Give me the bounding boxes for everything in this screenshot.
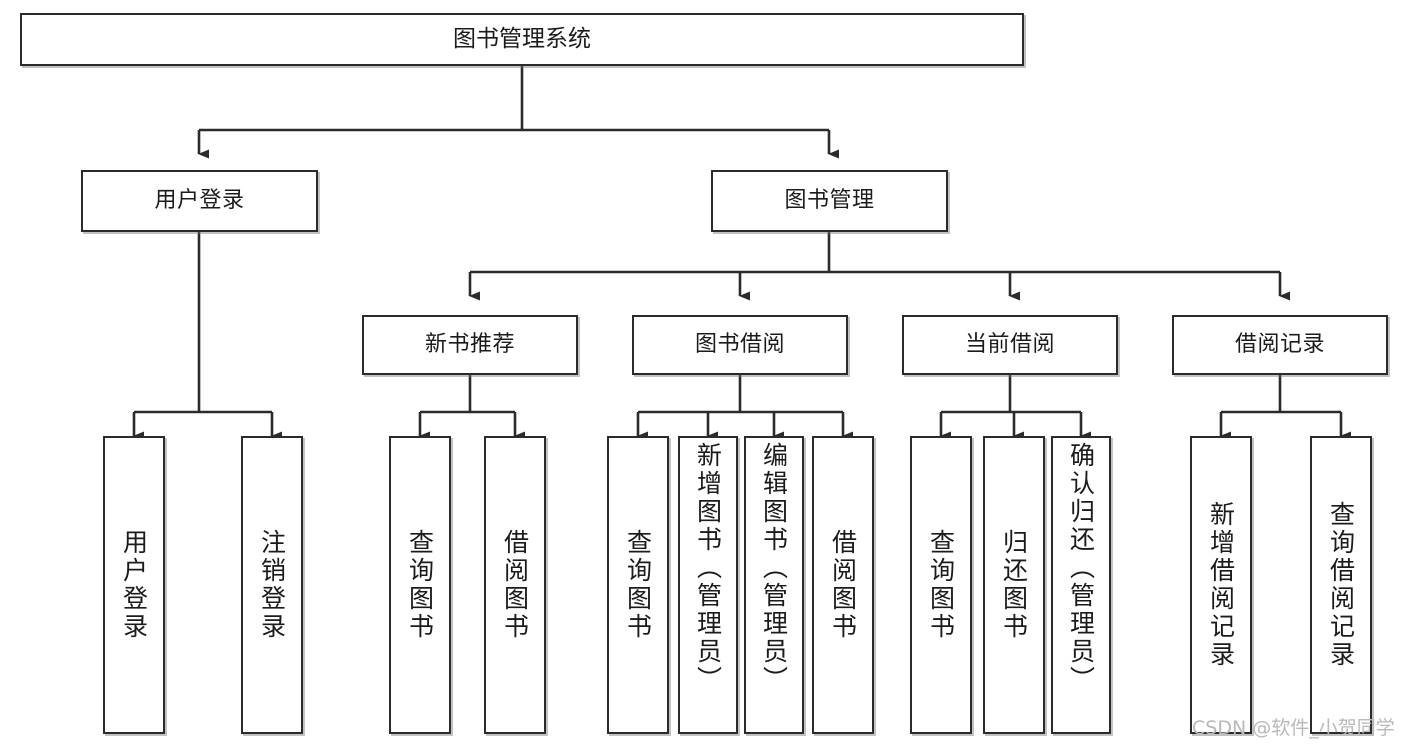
leaf-edit-book-admin[interactable]: 编辑图书（管理员） xyxy=(744,436,804,734)
leaf-borrow-book[interactable]: 借阅图书 xyxy=(812,436,874,734)
node-book-management[interactable]: 图书管理 xyxy=(711,170,948,232)
leaf-query-book-borrow[interactable]: 查询图书 xyxy=(607,436,669,734)
leaf-logout[interactable]: 注销登录 xyxy=(241,436,303,734)
leaf-query-borrow-record[interactable]: 查询借阅记录 xyxy=(1310,436,1372,734)
node-root-label: 图书管理系统 xyxy=(453,26,591,53)
node-user-login-label: 用户登录 xyxy=(154,188,245,214)
leaf-query-book-recommend-label: 查询图书 xyxy=(405,529,435,641)
leaf-confirm-return-admin[interactable]: 确认归还（管理员） xyxy=(1051,436,1111,734)
node-current-borrow[interactable]: 当前借阅 xyxy=(902,315,1118,375)
leaf-add-book-admin-label: 新增图书（管理员） xyxy=(693,442,723,694)
leaf-confirm-return-admin-label: 确认归还（管理员） xyxy=(1066,442,1096,694)
node-new-book-recommend[interactable]: 新书推荐 xyxy=(362,315,578,375)
node-book-borrow-label: 图书借阅 xyxy=(694,332,785,358)
edge-layer xyxy=(132,66,1351,441)
leaf-user-login-label: 用户登录 xyxy=(119,529,149,641)
leaf-query-book-current-label: 查询图书 xyxy=(926,529,956,641)
leaf-add-book-admin[interactable]: 新增图书（管理员） xyxy=(678,436,738,734)
leaf-edit-book-admin-label: 编辑图书（管理员） xyxy=(759,442,789,694)
leaf-user-login[interactable]: 用户登录 xyxy=(103,436,165,734)
node-root[interactable]: 图书管理系统 xyxy=(20,13,1024,66)
node-book-borrow[interactable]: 图书借阅 xyxy=(632,315,848,375)
leaf-add-borrow-record[interactable]: 新增借阅记录 xyxy=(1190,436,1252,734)
node-current-borrow-label: 当前借阅 xyxy=(964,332,1055,358)
leaf-add-borrow-record-label: 新增借阅记录 xyxy=(1206,501,1236,669)
leaf-return-book-label: 归还图书 xyxy=(999,529,1029,641)
leaf-return-book[interactable]: 归还图书 xyxy=(983,436,1045,734)
node-book-management-label: 图书管理 xyxy=(784,188,875,214)
leaf-query-borrow-record-label: 查询借阅记录 xyxy=(1326,501,1356,669)
leaf-borrow-book-recommend[interactable]: 借阅图书 xyxy=(484,436,546,734)
leaf-query-book-current[interactable]: 查询图书 xyxy=(910,436,972,734)
leaf-query-book-recommend[interactable]: 查询图书 xyxy=(389,436,451,734)
node-borrow-record[interactable]: 借阅记录 xyxy=(1172,315,1388,375)
leaf-borrow-book-label: 借阅图书 xyxy=(828,529,858,641)
node-borrow-record-label: 借阅记录 xyxy=(1234,332,1325,358)
leaf-logout-label: 注销登录 xyxy=(257,529,287,641)
leaf-query-book-borrow-label: 查询图书 xyxy=(623,529,653,641)
node-user-login[interactable]: 用户登录 xyxy=(81,170,318,232)
leaf-borrow-book-recommend-label: 借阅图书 xyxy=(500,529,530,641)
node-new-book-recommend-label: 新书推荐 xyxy=(424,332,515,358)
